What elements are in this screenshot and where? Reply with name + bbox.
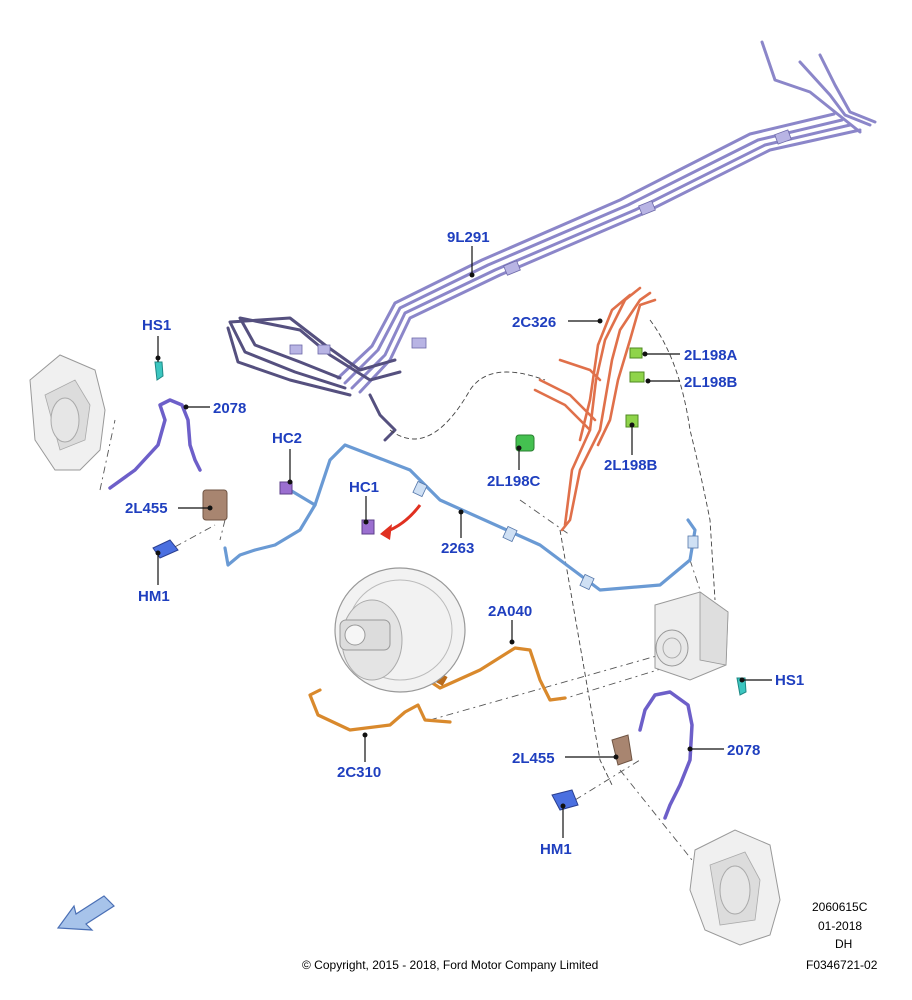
label-2078-left: 2078 xyxy=(213,400,246,417)
label-2L198B-lower: 2L198B xyxy=(604,457,658,474)
left-hose-clip xyxy=(152,539,179,559)
left-hose-bracket xyxy=(202,489,228,521)
copyright-text: © Copyright, 2015 - 2018, Ford Motor Com… xyxy=(302,958,598,972)
label-2L198A: 2L198A xyxy=(684,347,738,364)
label-2078-right: 2078 xyxy=(727,742,760,759)
label-HS1-right: HS1 xyxy=(775,672,804,689)
right-brake-hose xyxy=(638,690,694,820)
install-arrow-head xyxy=(380,524,392,540)
leader-lines xyxy=(155,246,772,838)
label-HM1-right: HM1 xyxy=(540,841,572,858)
drawing-code-1: 2060615C xyxy=(812,900,868,914)
drawing-code-4: F0346721-02 xyxy=(806,958,878,972)
label-HC1: HC1 xyxy=(349,479,379,496)
left-wheel-sensor xyxy=(154,361,164,381)
front-brake-line-bundle xyxy=(533,286,657,532)
label-2C326: 2C326 xyxy=(512,314,556,331)
clip-HC2 xyxy=(279,481,293,495)
label-2263: 2263 xyxy=(441,540,474,557)
label-2L198B-upper: 2L198B xyxy=(684,374,738,391)
rear-brake-line-bundle xyxy=(226,40,877,442)
label-HS1-left: HS1 xyxy=(142,317,171,334)
label-2L455-right: 2L455 xyxy=(512,750,555,767)
drawing-code-2: 01-2018 xyxy=(818,919,862,933)
label-HC2: HC2 xyxy=(272,430,302,447)
brake-booster xyxy=(334,567,466,693)
left-brake-hose xyxy=(108,398,202,490)
arrow-down-left-icon xyxy=(56,895,115,931)
label-2L198C: 2L198C xyxy=(487,473,541,490)
right-hose-bracket xyxy=(611,734,633,766)
left-brake-caliper xyxy=(29,354,106,471)
label-HM1-left: HM1 xyxy=(138,588,170,605)
right-hose-clip xyxy=(551,789,579,811)
drawing-code-3: DH xyxy=(835,937,852,951)
label-2L455-left: 2L455 xyxy=(125,500,168,517)
main-brake-pipe xyxy=(223,443,697,592)
clip-2L198A xyxy=(629,347,643,359)
label-2A040: 2A040 xyxy=(488,603,532,620)
abs-module xyxy=(654,591,729,681)
clip-2L198B-upper xyxy=(629,371,645,383)
right-brake-caliper xyxy=(689,829,781,946)
callout-labels: 9L291 2C326 2L198A 2L198B 2L198B 2L198C … xyxy=(125,229,804,858)
label-2C310: 2C310 xyxy=(337,764,381,781)
label-9L291: 9L291 xyxy=(447,229,490,246)
